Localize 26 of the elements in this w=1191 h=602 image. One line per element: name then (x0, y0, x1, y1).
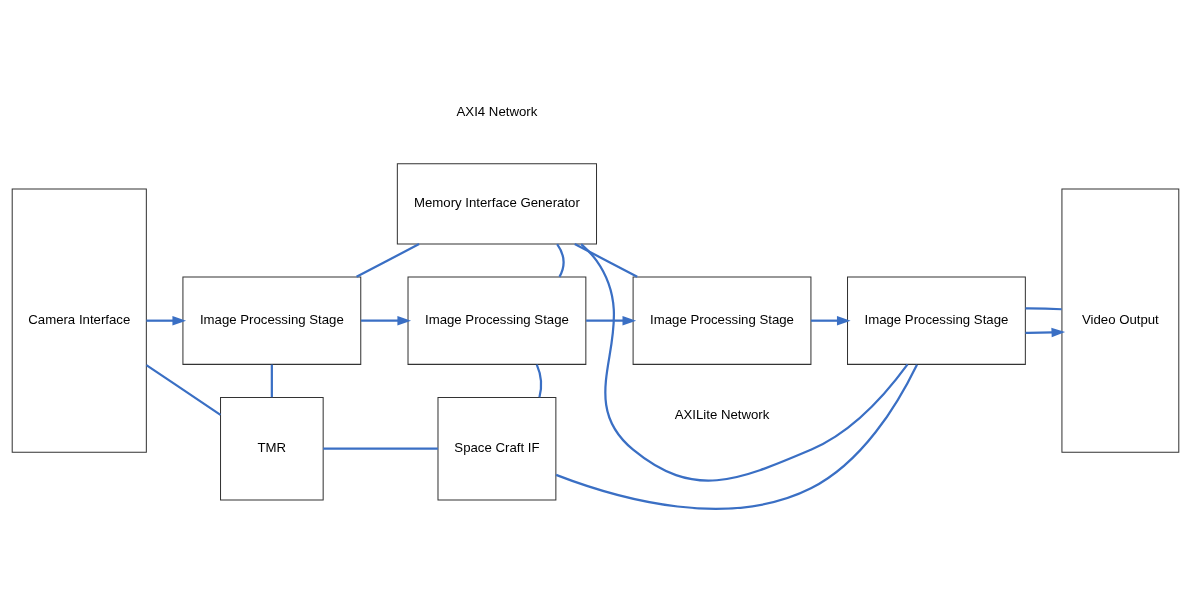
arrow (361, 315, 412, 325)
node-box: Camera Interface (11, 188, 147, 453)
connector (580, 242, 909, 482)
connector (145, 363, 222, 416)
connector (323, 447, 438, 450)
label: AXI4 Network (456, 103, 538, 119)
node-box: Video Output (1061, 188, 1180, 453)
connector (555, 363, 918, 510)
connector (574, 242, 638, 278)
arrow (810, 315, 851, 325)
node-box: TMR (220, 396, 324, 501)
connector (556, 242, 565, 277)
connector (356, 242, 420, 278)
arrow (1025, 327, 1066, 337)
node-box: Image Processing Stage (847, 275, 1026, 365)
node-box: Image Processing Stage (632, 275, 812, 365)
node-box: Space Craft IF (437, 396, 557, 501)
arrow (146, 315, 187, 325)
connector (535, 363, 543, 397)
node-box: Memory Interface Generator (396, 162, 598, 244)
node-box: Image Processing Stage (182, 275, 362, 365)
connector (1025, 306, 1062, 310)
arrow (586, 315, 637, 325)
connector (270, 364, 273, 397)
node-box: Image Processing Stage (407, 275, 587, 365)
label: AXILite Network (674, 406, 770, 422)
